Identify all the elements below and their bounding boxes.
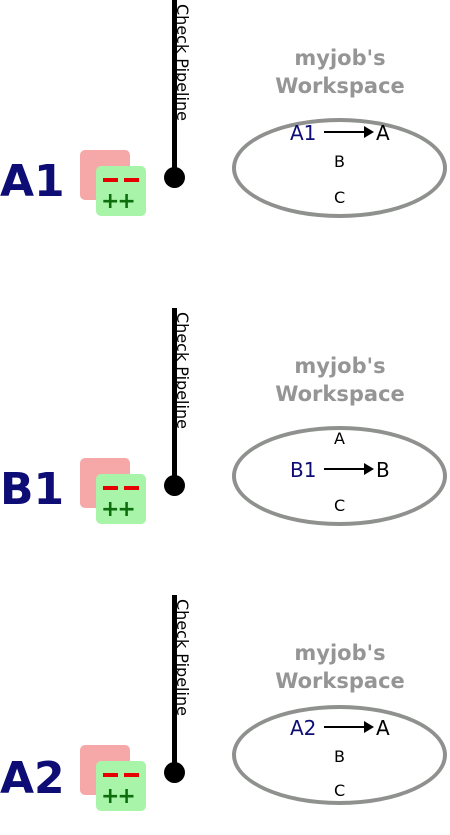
plus-icon: ++ bbox=[101, 189, 136, 214]
workspace-job-label: B1 bbox=[290, 458, 317, 482]
panel-b1: B1 ++ Check Pipeline myjob's Workspace A… bbox=[0, 308, 450, 548]
diff-added-square: ++ bbox=[96, 474, 146, 524]
pipeline-label: Check Pipeline bbox=[173, 4, 192, 121]
version-label: A2 bbox=[0, 753, 65, 804]
workspace-item: C bbox=[334, 188, 346, 207]
workspace-title: myjob's Workspace bbox=[250, 352, 430, 408]
workspace-item: B bbox=[334, 747, 345, 766]
panel-a1: A1 ++ Check Pipeline myjob's Workspace A… bbox=[0, 0, 450, 240]
pipeline-dot bbox=[164, 762, 185, 783]
diff-added-square: ++ bbox=[96, 761, 146, 811]
workspace-title-line2: Workspace bbox=[275, 74, 405, 98]
pipeline-line bbox=[172, 595, 177, 770]
pipeline-label: Check Pipeline bbox=[173, 599, 192, 716]
workspace-target-item: A bbox=[376, 121, 390, 145]
arrow-icon bbox=[324, 463, 374, 475]
workspace-title-line2: Workspace bbox=[275, 669, 405, 693]
workspace-title-line1: myjob's bbox=[294, 354, 386, 378]
panel-a2: A2 ++ Check Pipeline myjob's Workspace A… bbox=[0, 595, 450, 835]
workspace-job-label: A2 bbox=[290, 716, 317, 740]
workspace-target-item: A bbox=[376, 716, 390, 740]
workspace-item: C bbox=[334, 781, 346, 800]
arrow-icon bbox=[324, 126, 374, 138]
pipeline-dot bbox=[164, 167, 185, 188]
pipeline-dot bbox=[164, 475, 185, 496]
workspace-item: B bbox=[334, 152, 345, 171]
workspace-target-item: B bbox=[376, 458, 390, 482]
pipeline-line bbox=[172, 0, 177, 175]
plus-icon: ++ bbox=[101, 784, 136, 809]
workspace-ellipse bbox=[232, 426, 447, 526]
workspace-title-line1: myjob's bbox=[294, 46, 386, 70]
minus-icon bbox=[103, 486, 139, 490]
version-label: B1 bbox=[0, 464, 65, 515]
workspace-item: A bbox=[334, 429, 345, 448]
workspace-job-label: A1 bbox=[290, 121, 317, 145]
diff-icon: ++ bbox=[80, 745, 148, 813]
workspace-title-line1: myjob's bbox=[294, 641, 386, 665]
workspace-title: myjob's Workspace bbox=[250, 44, 430, 100]
workspace-ellipse bbox=[232, 705, 447, 805]
arrow-icon bbox=[324, 721, 374, 733]
workspace-title: myjob's Workspace bbox=[250, 639, 430, 695]
diff-icon: ++ bbox=[80, 150, 148, 218]
plus-icon: ++ bbox=[101, 497, 136, 522]
version-label: A1 bbox=[0, 156, 65, 207]
workspace-ellipse bbox=[232, 118, 447, 218]
diff-icon: ++ bbox=[80, 458, 148, 526]
pipeline-line bbox=[172, 308, 177, 483]
workspace-title-line2: Workspace bbox=[275, 382, 405, 406]
diff-added-square: ++ bbox=[96, 166, 146, 216]
minus-icon bbox=[103, 773, 139, 777]
pipeline-label: Check Pipeline bbox=[173, 312, 192, 429]
minus-icon bbox=[103, 178, 139, 182]
workspace-item: C bbox=[334, 496, 346, 515]
